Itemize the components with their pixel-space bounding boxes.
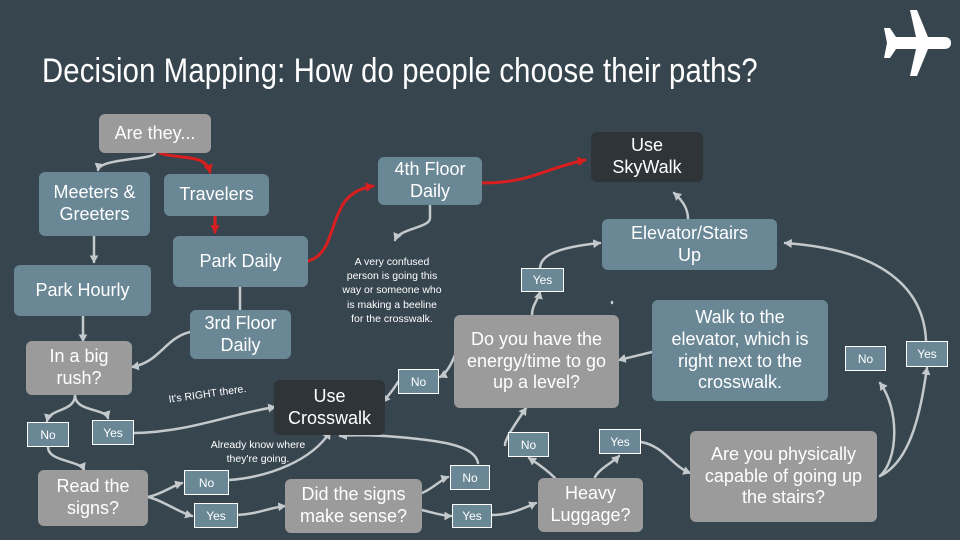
connector [639,440,692,475]
tag-no-sense: No [450,465,490,490]
node-travelers: Travelers [164,174,269,216]
tag-yes-energy: Yes [521,268,564,292]
node-meeters-greeters: Meeters & Greeters [39,172,150,236]
node-in-a-big-rush: In a big rush? [26,341,132,395]
connector [146,480,184,499]
connector [538,239,602,271]
tag-no-read: No [184,470,229,495]
connector [617,350,654,363]
connector [132,403,277,435]
connector [44,393,77,423]
tag-yes-sense: Yes [452,504,492,528]
connector [130,330,192,371]
connector [46,445,86,472]
node-elevator-stairs-up: Elevator/Stairs Up [602,219,777,270]
connector [672,191,690,221]
connector [530,290,543,317]
tag-yes-read: Yes [194,503,238,528]
connector [593,454,621,479]
node-park-hourly: Park Hourly [14,265,151,316]
tag-no-luggage: No [508,432,549,457]
page-title: Decision Mapping: How do people choose t… [42,52,758,90]
node-did-signs-make-sense: Did the signs make sense? [285,479,422,533]
tag-no-energy: No [398,369,439,394]
node-are-they: Are they... [99,114,211,153]
airplane-icon [884,10,951,76]
connector [420,508,453,521]
connector [878,381,896,478]
node-use-skywalk: Use SkyWalk [591,132,703,182]
tag-yes-luggage: Yes [599,429,641,454]
connector [235,502,287,517]
node-park-daily: Park Daily [173,236,308,287]
connector [338,430,480,465]
note-already-know: Already know where they're going. [210,439,306,466]
connector [420,474,450,495]
note-confused-person: A very confused person is going this way… [342,256,442,325]
tag-no-walk: No [845,346,886,371]
tag-yes-capable: Yes [906,341,948,367]
node-heavy-luggage: Heavy Luggage? [538,478,643,532]
connector [381,380,400,404]
node-energy-question: Do you have the energy/time to go up a l… [454,315,619,408]
node-read-the-signs: Read the signs? [38,470,148,526]
node-physically-capable: Are you physically capable of going up t… [690,431,877,522]
tag-no-rush: No [27,422,69,447]
highlight-connector [306,182,375,263]
connector [146,495,194,519]
connector [878,366,931,478]
highlight-connector [480,156,587,185]
node-use-crosswalk: Use Crosswalk [274,380,385,435]
node-walk-to-elevator: Walk to the elevator, which is right nex… [652,300,828,401]
node-fourth-floor-daily: 4th Floor Daily [378,157,482,205]
node-third-floor-daily: 3rd Floor Daily [190,310,291,359]
connector [73,393,111,420]
highlight-connector [158,151,213,174]
connector [438,353,457,379]
connector [393,203,432,242]
tag-yes-rush: Yes [92,420,134,445]
connector [490,501,538,517]
connector [527,456,557,480]
connector [94,151,157,172]
note-right-there: It's RIGHT there. [167,382,248,406]
